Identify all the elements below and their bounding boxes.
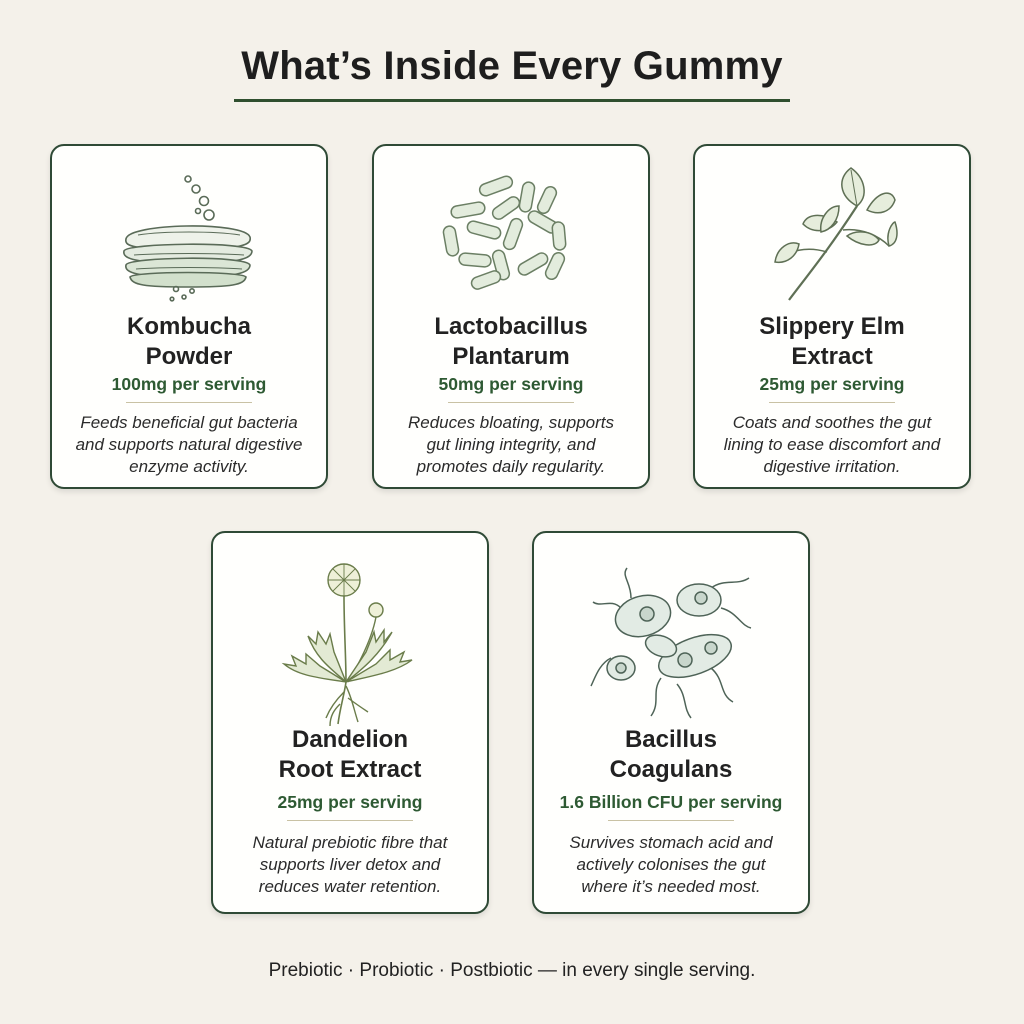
kombucha-scoby-icon xyxy=(123,175,253,302)
dandelion-plant-icon xyxy=(281,563,413,727)
dose-divider xyxy=(608,820,734,821)
ingredient-card-dandelion: Dandelion Root Extract 25mg per serving … xyxy=(211,531,489,914)
ingredient-card-lactobacillus: Lactobacillus Plantarum 50mg per serving… xyxy=(372,144,650,489)
ingredient-name: Slippery Elm Extract xyxy=(759,313,905,370)
ingredient-dose: 25mg per serving xyxy=(759,374,905,394)
ingredient-description: Feeds beneficial gut bacteria and suppor… xyxy=(75,413,303,476)
ingredient-card-slippery-elm: Slippery Elm Extract 25mg per serving Co… xyxy=(693,144,971,489)
ingredient-card-bacillus: Bacillus Coagulans 1.6 Billion CFU per s… xyxy=(532,531,810,914)
bacteria-rods-icon xyxy=(442,175,567,290)
ingredient-name: Dandelion Root Extract xyxy=(278,726,422,783)
ingredient-description: Coats and soothes the gut lining to ease… xyxy=(723,413,941,476)
ingredient-card-kombucha: Kombucha Powder 100mg per serving Feeds … xyxy=(50,144,328,489)
ingredient-name: Kombucha Powder xyxy=(126,313,251,370)
elm-leaf-branch-icon xyxy=(774,167,898,301)
dose-divider xyxy=(769,402,895,403)
ingredient-description: Reduces bloating, supports gut lining in… xyxy=(407,413,615,476)
dose-divider xyxy=(287,820,413,821)
ingredient-name: Bacillus Coagulans xyxy=(609,726,733,783)
dose-divider xyxy=(448,402,574,403)
ingredient-name: Lactobacillus Plantarum xyxy=(434,313,588,370)
dose-divider xyxy=(126,402,252,403)
footer-tagline: Prebiotic · Probiotic · Postbiotic — in … xyxy=(268,960,756,981)
ingredient-description: Survives stomach acid and actively colon… xyxy=(569,833,773,896)
ingredient-dose: 25mg per serving xyxy=(277,792,423,812)
page-title: What’s Inside Every Gummy xyxy=(241,44,783,88)
title-underline xyxy=(234,99,790,102)
ingredient-dose: 1.6 Billion CFU per serving xyxy=(559,792,783,812)
ingredient-dose: 50mg per serving xyxy=(438,374,584,394)
ingredient-description: Natural prebiotic fibre that supports li… xyxy=(252,833,448,896)
ingredient-dose: 100mg per serving xyxy=(111,374,267,394)
bacillus-cells-icon xyxy=(590,567,752,719)
